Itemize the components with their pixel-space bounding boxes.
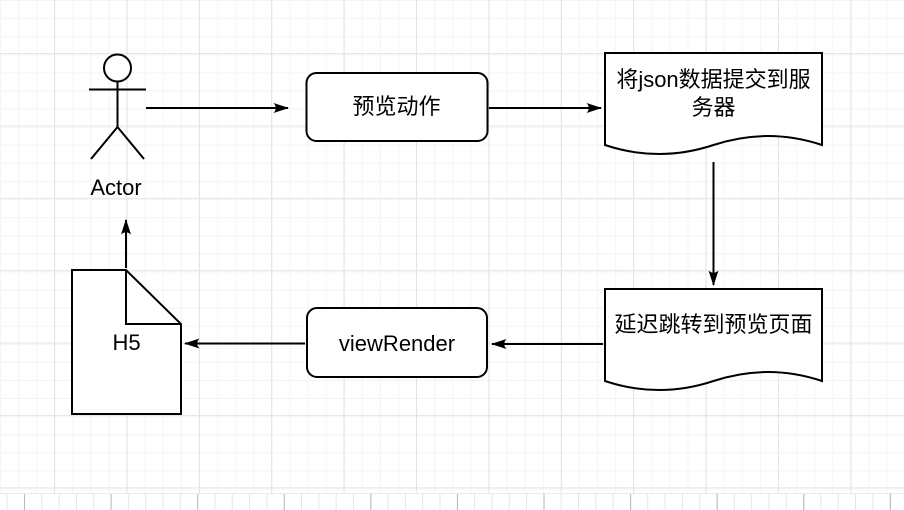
actor-figure[interactable] [89, 53, 146, 160]
preview-action-node[interactable] [305, 72, 489, 142]
h5-label: H5 [112, 330, 141, 355]
h5-note[interactable] [71, 269, 182, 415]
submit-json-node[interactable] [604, 52, 823, 155]
view-render-label: viewRender [338, 330, 456, 356]
delay-redirect-node[interactable] [604, 288, 823, 391]
submit-json-label: 将json数据提交到服务器 [616, 67, 811, 120]
preview-action-label: 预览动作 [352, 93, 441, 119]
delay-redirect-label: 延迟跳转到预览页面 [614, 312, 813, 337]
horizontal-ruler [0, 493, 904, 510]
actor-label: Actor [90, 175, 142, 200]
view-render-node[interactable] [306, 307, 488, 378]
